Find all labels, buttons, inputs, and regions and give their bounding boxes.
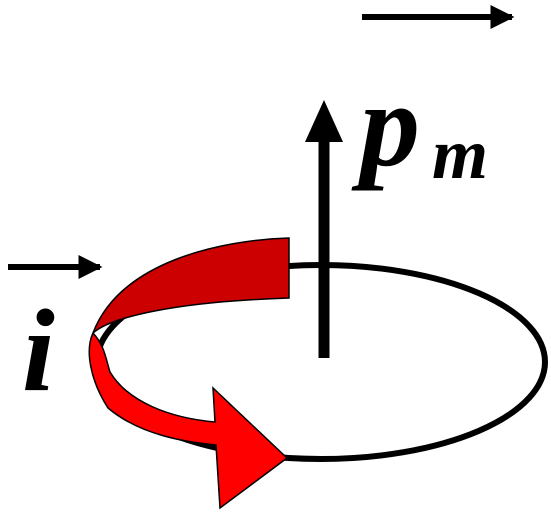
current-arrow-top-face [92, 237, 290, 334]
current-direction-arrow [88, 237, 290, 510]
current-label: i [22, 285, 55, 416]
magnetic-moment-arrow [305, 100, 343, 358]
magnetic-moment-label: p [351, 58, 420, 191]
current-arrow-front-face [88, 331, 289, 510]
magnetic-moment-subscript: m [432, 114, 488, 194]
